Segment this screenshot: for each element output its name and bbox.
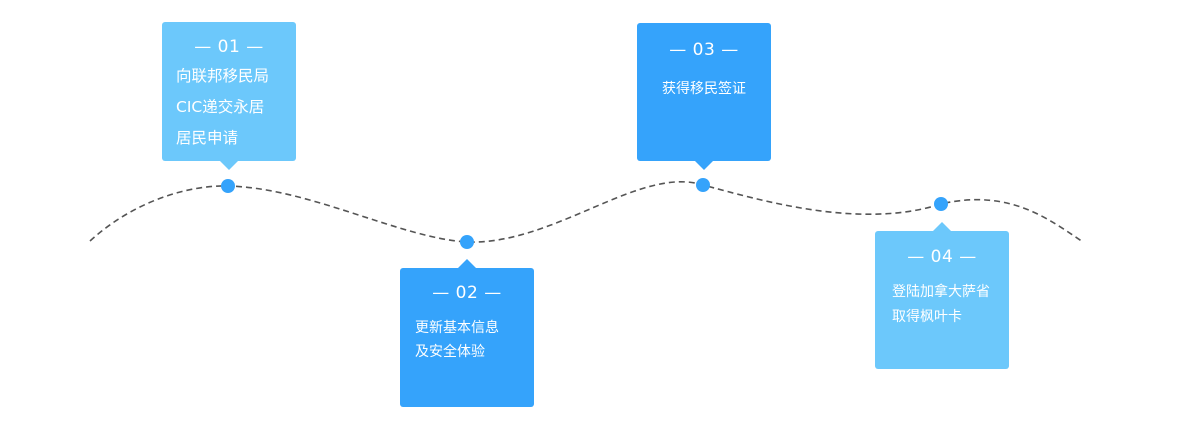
step-line: 获得移民签证	[662, 81, 746, 97]
step-number: — 04 —	[907, 247, 977, 267]
step-card-4: — 04 — 登陆加拿大萨省 取得枫叶卡	[875, 222, 1009, 369]
step-line: 向联邦移民局	[176, 67, 270, 85]
step-line: 居民申请	[176, 129, 239, 147]
step-number: — 03 —	[669, 40, 739, 60]
step-card-3: — 03 — 获得移民签证	[637, 23, 771, 170]
milestone-dot-2	[460, 235, 474, 249]
milestone-dot-4	[934, 197, 948, 211]
card-pointer	[933, 222, 951, 231]
step-line: CIC递交永居	[176, 98, 265, 116]
step-line: 取得枫叶卡	[892, 309, 962, 325]
step-line: 更新基本信息	[415, 320, 499, 336]
milestone-dot-3	[696, 178, 710, 192]
card-pointer	[220, 161, 238, 170]
card-pointer	[695, 161, 713, 170]
step-card-2: — 02 — 更新基本信息 及安全体验	[400, 259, 534, 407]
step-number: — 02 —	[432, 283, 502, 303]
step-line: 及安全体验	[415, 344, 485, 360]
card-pointer	[458, 259, 476, 268]
step-line: 登陆加拿大萨省	[892, 284, 990, 300]
step-number: — 01 —	[194, 37, 264, 57]
step-card-1: — 01 — 向联邦移民局 CIC递交永居 居民申请	[162, 22, 296, 170]
milestone-dot-1	[221, 179, 235, 193]
